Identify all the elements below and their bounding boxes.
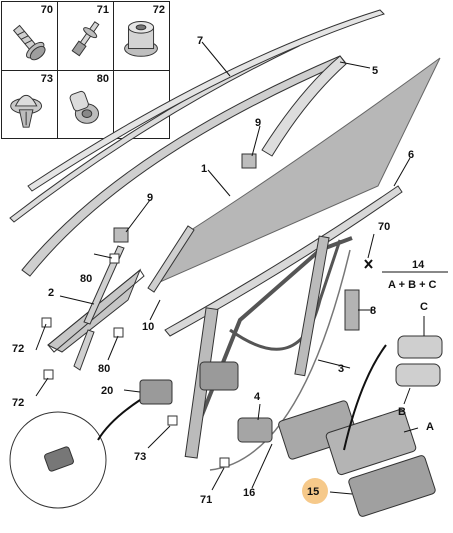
- switch-button-C: [397, 335, 443, 359]
- regulator-arm-2: [229, 239, 342, 351]
- callout-5: 5: [372, 65, 378, 77]
- push-clip-icon: [10, 94, 43, 128]
- callout-9: 9: [255, 117, 261, 129]
- legend-number: 71: [96, 4, 109, 16]
- location-box: [43, 369, 54, 380]
- quarter-frame: [47, 269, 145, 353]
- callout-6: 6: [408, 149, 414, 161]
- upper-post: [83, 245, 125, 325]
- clip-9-upper: [241, 153, 257, 169]
- callout-B: B: [398, 406, 406, 418]
- callout-9: 9: [147, 192, 153, 204]
- location-box: [41, 317, 52, 328]
- callout-80: 80: [80, 273, 92, 285]
- legend-cell-73: 73: [1, 70, 58, 139]
- rivet-icon: [71, 21, 100, 57]
- leader-lines: [35, 41, 425, 495]
- frame-seal-5: [261, 55, 347, 157]
- switch-button-B: [395, 363, 441, 387]
- callout-73: 73: [134, 451, 146, 463]
- screw-icon: [12, 24, 46, 61]
- detail-connector: [44, 446, 74, 472]
- legend-cell-72: 72: [113, 1, 170, 71]
- switch-panel-A: [325, 408, 417, 476]
- callout-72: 72: [12, 343, 24, 355]
- regulator-motor-bracket: [199, 361, 239, 391]
- detail-pointer: [97, 399, 141, 441]
- callout-A: A: [426, 421, 434, 433]
- location-box: [167, 415, 178, 426]
- formula-text: A + B + C: [388, 279, 437, 291]
- lower-post: [73, 329, 95, 371]
- callout-20: 20: [101, 385, 113, 397]
- callout-8: 8: [370, 305, 376, 317]
- callout-C: C: [420, 301, 428, 313]
- location-box: [113, 327, 124, 338]
- callout-16: 16: [243, 487, 255, 499]
- callout-10: 10: [142, 321, 154, 333]
- location-box: [109, 253, 120, 264]
- window-motor: [237, 417, 273, 443]
- switch-20: [139, 379, 173, 405]
- plug-clip-icon: [69, 90, 100, 124]
- callout-4: 4: [254, 391, 261, 403]
- belt-moulding: [164, 185, 403, 337]
- callout-72: 72: [12, 397, 24, 409]
- callout-7: 7: [197, 35, 203, 47]
- highlighted-callout-15: [302, 478, 328, 504]
- callout-70: 70: [378, 221, 390, 233]
- location-box: [219, 457, 230, 468]
- callout-80: 80: [98, 363, 110, 375]
- guide-rail: [147, 225, 195, 293]
- legend-number: 80: [96, 73, 109, 85]
- clip-9-lower: [113, 227, 129, 243]
- formula-number: 14: [412, 259, 425, 271]
- callout-2: 2: [48, 287, 54, 299]
- screw-location-marker: [364, 259, 373, 269]
- callout-71: 71: [200, 494, 212, 506]
- bracket-8: [344, 289, 360, 331]
- clip-nut-icon: [124, 21, 158, 57]
- callout-3: 3: [338, 363, 344, 375]
- legend-cell-70: 70: [1, 1, 58, 71]
- legend-number: 70: [40, 4, 53, 16]
- reference-arrow: [343, 344, 387, 451]
- switch-panel-15: [348, 455, 436, 517]
- legend-cell-80: 80: [57, 70, 114, 139]
- regulator-rail-2: [294, 235, 330, 377]
- callout-15: 15: [307, 486, 319, 498]
- door-glass: [158, 57, 441, 284]
- legend-cell-71: 71: [57, 1, 114, 71]
- legend-number: 73: [40, 73, 53, 85]
- outer-strip-upper: [27, 9, 385, 192]
- callout-1: 1: [201, 163, 207, 175]
- regulator-cable: [209, 249, 351, 471]
- legend-number: 72: [152, 4, 165, 16]
